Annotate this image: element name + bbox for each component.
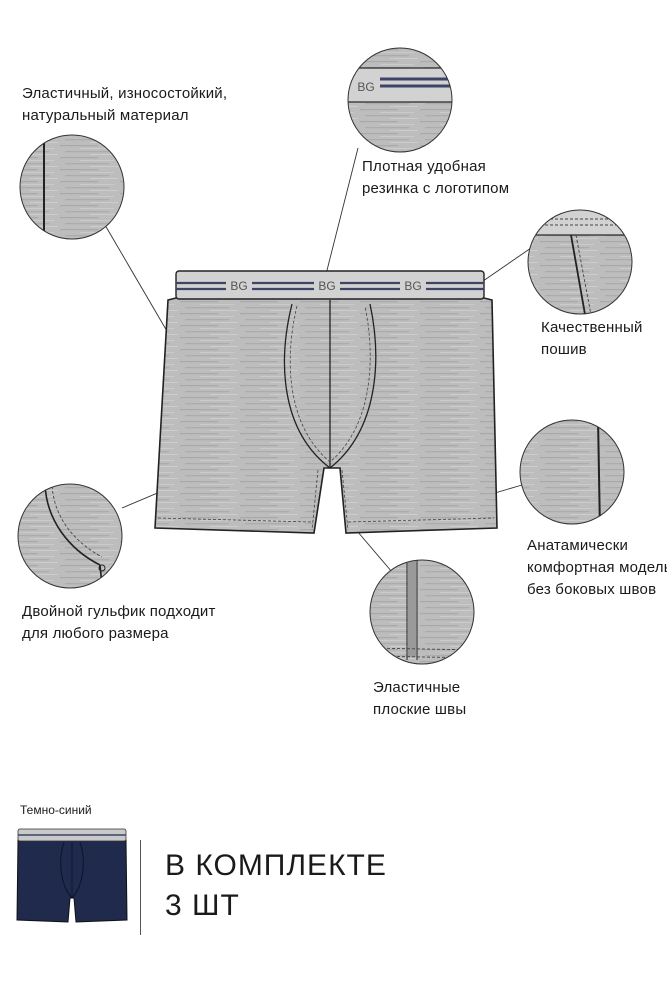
callout-material: Эластичный, износостойкий, натуральный м… <box>22 83 227 127</box>
callout-line: комфортная модель <box>527 559 667 576</box>
detail-flat-seams <box>369 559 475 665</box>
callout-line: для любого размера <box>22 625 169 642</box>
set-quantity-title: В КОМПЛЕКТЕ 3 ШТ <box>165 846 387 926</box>
waistband-logo-text: BG <box>230 279 247 293</box>
callout-line: Двойной гульфик подходит <box>22 603 216 620</box>
callout-line: без боковых швов <box>527 581 657 598</box>
callout-line: натуральный материал <box>22 107 189 124</box>
detail-sewing <box>527 209 633 315</box>
gray-trunks: BG BG BG <box>154 270 498 534</box>
callout-pouch: Двойной гульфик подходит для любого разм… <box>22 601 216 645</box>
set-line-1: В КОМПЛЕКТЕ <box>165 849 387 882</box>
callout-line: пошив <box>541 341 587 358</box>
waistband-logo-text: BG <box>357 80 374 94</box>
set-line-2: 3 ШТ <box>165 889 240 922</box>
callout-sewing: Качественный пошив <box>541 317 643 361</box>
detail-waistband: BG <box>347 47 453 153</box>
color-variant-label: Темно-синий <box>20 803 92 817</box>
divider <box>140 840 141 935</box>
waistband-logo-text: BG <box>404 279 421 293</box>
callout-line: Эластичные <box>373 679 461 696</box>
navy-trunks-thumbnail <box>16 828 128 923</box>
callout-waistband: Плотная удобная резинка с логотипом <box>362 156 509 200</box>
callout-line: Плотная удобная <box>362 158 486 175</box>
callout-line: резинка с логотипом <box>362 180 510 197</box>
callout-flat-seams: Эластичные плоские швы <box>373 677 466 721</box>
detail-pouch <box>17 483 123 589</box>
detail-material <box>19 134 125 240</box>
waistband-logo-text: BG <box>318 279 335 293</box>
callout-line: Анатамически <box>527 537 629 554</box>
callout-line: Эластичный, износостойкий, <box>22 85 228 102</box>
detail-fit <box>519 419 625 525</box>
callout-line: Качественный <box>541 319 643 336</box>
callout-line: плоские швы <box>373 701 467 718</box>
callout-fit: Анатамически комфортная модель без боков… <box>527 535 667 601</box>
